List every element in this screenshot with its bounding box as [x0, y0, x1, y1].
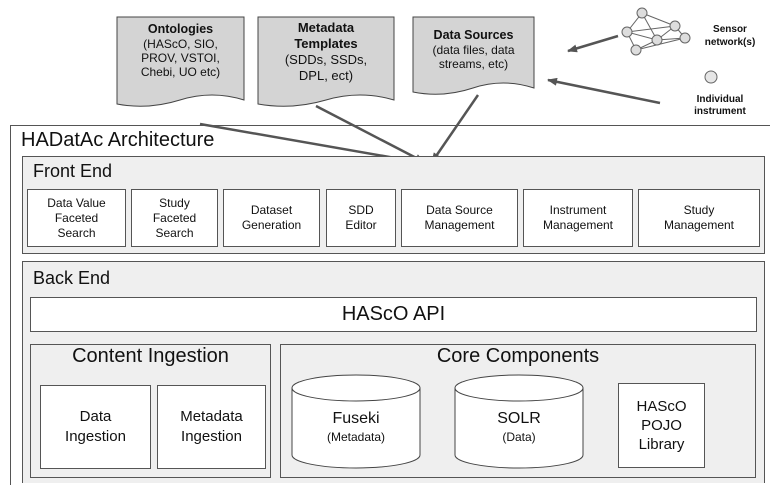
back-end-title: Back End: [33, 268, 111, 288]
data-sources-source: Data Sources (data files, data streams, …: [413, 28, 534, 88]
solr-db[interactable]: SOLR (Data): [455, 405, 583, 455]
fuseki-db[interactable]: Fuseki (Metadata): [292, 405, 420, 455]
module-study-management[interactable]: Study Management: [638, 189, 760, 247]
sensor-network-icon: [621, 7, 691, 56]
solr-sub: (Data): [502, 430, 536, 444]
fuseki-name: Fuseki: [332, 410, 380, 427]
arrow-sensor-to-sources: [567, 34, 619, 53]
templates-title: Metadata Templates: [294, 20, 358, 51]
templates-source: Metadata Templates (SDDs, SSDs, DPL, ect…: [258, 20, 394, 100]
data-sources-document-shape: [412, 16, 535, 95]
ontologies-document-shape: [116, 16, 245, 107]
module-data-value-faceted-search[interactable]: Data Value Faceted Search: [27, 189, 126, 247]
content-ingestion-title: Content Ingestion: [72, 345, 229, 367]
solr-cylinder: [454, 374, 584, 469]
module-dataset-generation[interactable]: Dataset Generation: [223, 189, 320, 247]
hasco-api-bar[interactable]: HAScO API: [30, 297, 757, 332]
templates-body: (SDDs, SSDs, DPL, ect): [284, 52, 368, 83]
arrow-instrument-to-sources: [547, 77, 661, 105]
arrow-sources-to-frontend: [430, 94, 480, 163]
data-ingestion-box[interactable]: Data Ingestion: [40, 385, 151, 469]
arrow-ontologies-to-frontend: [199, 122, 419, 165]
module-data-source-management[interactable]: Data Source Management: [401, 189, 518, 247]
sensor-label: Sensor network(s): [704, 24, 756, 48]
hasco-pojo-library-box[interactable]: HAScO POJO Library: [618, 383, 705, 468]
module-instrument-management[interactable]: Instrument Management: [523, 189, 633, 247]
module-sdd-editor[interactable]: SDD Editor: [326, 189, 396, 247]
architecture-title: HADatAc Architecture: [21, 129, 215, 151]
module-study-faceted-search[interactable]: Study Faceted Search: [131, 189, 218, 247]
ontologies-body: (HAScO, SIO, PROV, VSTOI, Chebi, UO etc): [140, 37, 221, 79]
fuseki-cylinder: [291, 374, 421, 469]
ontologies-title: Ontologies: [147, 22, 214, 36]
arrow-templates-to-frontend: [315, 104, 425, 164]
data-sources-body: (data files, data streams, etc): [432, 43, 515, 71]
templates-document-shape: [257, 16, 395, 107]
instrument-label: Individual instrument: [694, 94, 746, 117]
fuseki-sub: (Metadata): [326, 430, 386, 444]
data-sources-title: Data Sources: [433, 28, 514, 42]
ontologies-source: Ontologies (HAScO, SIO, PROV, VSTOI, Che…: [117, 22, 244, 102]
architecture-container: [10, 125, 770, 485]
instrument-icon: [704, 70, 718, 84]
solr-name: SOLR: [497, 410, 541, 427]
core-components-title: Core Components: [436, 345, 600, 367]
metadata-ingestion-box[interactable]: Metadata Ingestion: [157, 385, 266, 469]
front-end-title: Front End: [33, 161, 113, 181]
